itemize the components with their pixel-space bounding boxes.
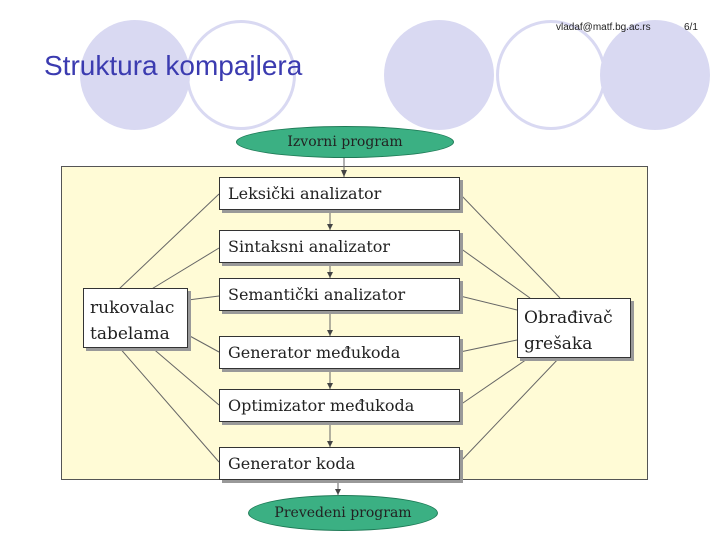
stage-syntax-label: Sintaksni analizator (228, 237, 391, 256)
connector-left-5 (149, 345, 220, 406)
connector-left-6 (117, 345, 220, 463)
connector-right-3 (459, 295, 518, 311)
stage-intermediate-gen: Generator međukoda (219, 336, 460, 369)
connector-left-1 (117, 193, 220, 291)
stage-lexical-label: Leksički analizator (228, 184, 382, 203)
connector-left-3 (187, 295, 220, 301)
symbol-table-handler: rukovalac tabelama (83, 288, 188, 348)
stage-optimizer: Optimizator međukoda (219, 389, 460, 422)
output-program-ellipse: Prevedeni program (248, 495, 438, 531)
error-handler-line-2: grešaka (524, 334, 593, 354)
connector-right-1 (459, 193, 561, 299)
decor-circle-2 (186, 20, 296, 130)
connector-left-2 (149, 247, 220, 291)
symbol-table-line-2: tabelama (90, 324, 170, 344)
stage-intermediate-gen-label: Generator međukoda (228, 343, 401, 362)
error-handler-line-1: Obrađivač (524, 308, 613, 328)
connector-left-4 (187, 334, 220, 353)
decor-circle-1 (80, 20, 190, 130)
decor-circle-3 (384, 20, 494, 130)
source-program-label: Izvorni program (287, 134, 403, 150)
connector-right-5 (459, 356, 531, 406)
error-handler: Obrađivač grešaka (517, 298, 631, 358)
page-number: 6/1 (684, 22, 698, 33)
stage-semantic: Semantički analizator (219, 278, 460, 311)
stage-syntax: Sintaksni analizator (219, 230, 460, 263)
decor-circle-5 (600, 20, 710, 130)
source-program-ellipse: Izvorni program (236, 126, 454, 158)
stage-code-gen: Generator koda (219, 447, 460, 480)
connector-right-6 (459, 356, 561, 463)
stage-semantic-label: Semantički analizator (228, 285, 406, 304)
stage-optimizer-label: Optimizator međukoda (228, 396, 415, 415)
connector-right-2 (459, 247, 531, 299)
output-program-label: Prevedeni program (274, 505, 412, 521)
header-email: vladaf@matf.bg.ac.rs (556, 22, 651, 33)
stage-lexical: Leksički analizator (219, 177, 460, 210)
slide-title: Struktura kompajlera (44, 50, 303, 81)
connector-right-4 (459, 339, 518, 353)
symbol-table-line-1: rukovalac (90, 298, 175, 318)
stage-code-gen-label: Generator koda (228, 454, 356, 473)
